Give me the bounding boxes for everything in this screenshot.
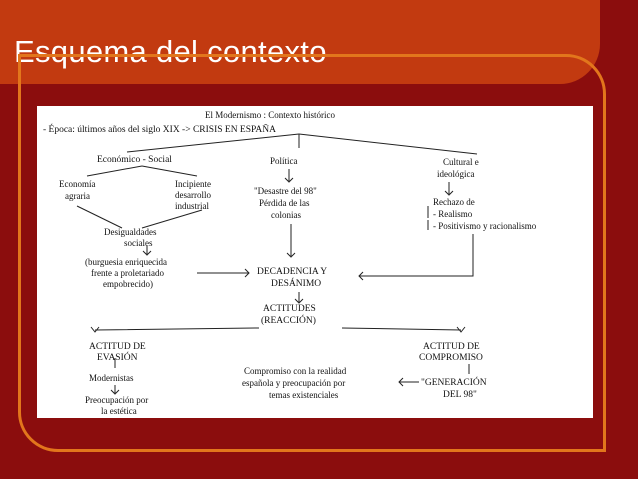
label-politica: Política: [270, 156, 298, 166]
connector-agraria-desig: [76, 205, 123, 229]
connector-eco-right: [141, 165, 198, 177]
label-realismo: - Realismo: [433, 209, 473, 219]
label-economico-social: Económico - Social: [97, 155, 172, 165]
arrow-decadencia-actitudes: [294, 292, 304, 304]
diagram-header-title: El Modernismo : Contexto histórico: [205, 110, 335, 120]
label-temas: temas existenciales: [269, 390, 339, 400]
label-actitudes: ACTITUDES: [263, 304, 316, 314]
label-rechazo: Rechazo de: [433, 197, 475, 207]
label-decadencia: DECADENCIA Y: [257, 267, 327, 277]
context-diagram: El Modernismo : Contexto histórico - Épo…: [43, 110, 537, 416]
label-estetica: la estética: [101, 406, 137, 416]
connector-actitudes-right: [341, 326, 466, 333]
label-del98: DEL 98": [443, 390, 477, 400]
label-empobrecido: empobrecido): [103, 279, 153, 289]
arrow-cultural: [444, 182, 454, 196]
label-reaccion: (REACCIÓN): [261, 314, 316, 326]
label-burguesia: (burguesia enriquecida: [85, 257, 167, 267]
label-economia: Economía: [59, 179, 96, 189]
label-desigualdades: Desigualdades: [104, 227, 157, 237]
label-ideologica: ideológica: [437, 169, 475, 179]
diagram-canvas: [37, 106, 593, 418]
label-perdida: Pérdida de las: [259, 198, 310, 208]
content-frame: [18, 54, 606, 452]
label-colonias: colonias: [271, 210, 301, 220]
label-evasion: EVASIÓN: [97, 351, 138, 363]
connector-industrial-desig: [141, 209, 203, 229]
label-incipiente: Incipiente: [175, 179, 211, 189]
label-evasion-title: ACTITUD DE: [89, 342, 146, 352]
label-compromiso-title: ACTITUD DE: [423, 342, 480, 352]
label-generacion: "GENERACIÓN: [421, 376, 487, 388]
arrow-colonias-decadencia: [286, 224, 296, 258]
label-desastre: "Desastre del 98": [254, 186, 317, 196]
title-bar: [0, 0, 600, 84]
label-proletariado: frente a proletariado: [91, 268, 164, 278]
label-compromiso: COMPROMISO: [419, 353, 483, 363]
label-sociales: sociales: [124, 238, 153, 248]
arrow-generacion-compromiso-real: [398, 377, 419, 387]
label-cultural: Cultural e: [443, 157, 479, 167]
label-industrial: industrial: [175, 201, 209, 211]
arrow-modernistas-preocupacion: [110, 385, 120, 395]
arrow-politica: [284, 169, 294, 183]
label-modernistas: Modernistas: [89, 373, 134, 383]
label-agraria: agraria: [65, 191, 90, 201]
slide-title: Esquema del contexto: [14, 34, 327, 69]
arrow-desig-burguesia: [142, 246, 152, 256]
label-desarrollo: desarrollo: [175, 190, 211, 200]
label-preocupacion: Preocupación por: [85, 395, 148, 405]
arrow-rechazo-decadencia: [358, 234, 474, 281]
connector-eco-left: [86, 165, 143, 177]
label-compromiso-realidad: Compromiso con la realidad: [244, 366, 347, 376]
label-positivismo: - Positivismo y racionalismo: [433, 221, 537, 231]
connector-top-right: [298, 133, 478, 155]
diagram-header-subtitle: - Época: últimos años del siglo XIX -> C…: [43, 123, 276, 135]
arrow-burguesia-decadencia: [197, 268, 250, 278]
connector-top-left: [126, 133, 300, 153]
label-desanimo: DESÁNIMO: [271, 277, 321, 289]
connector-actitudes-left: [90, 326, 260, 333]
label-espanola: española y preocupación por: [242, 378, 345, 388]
